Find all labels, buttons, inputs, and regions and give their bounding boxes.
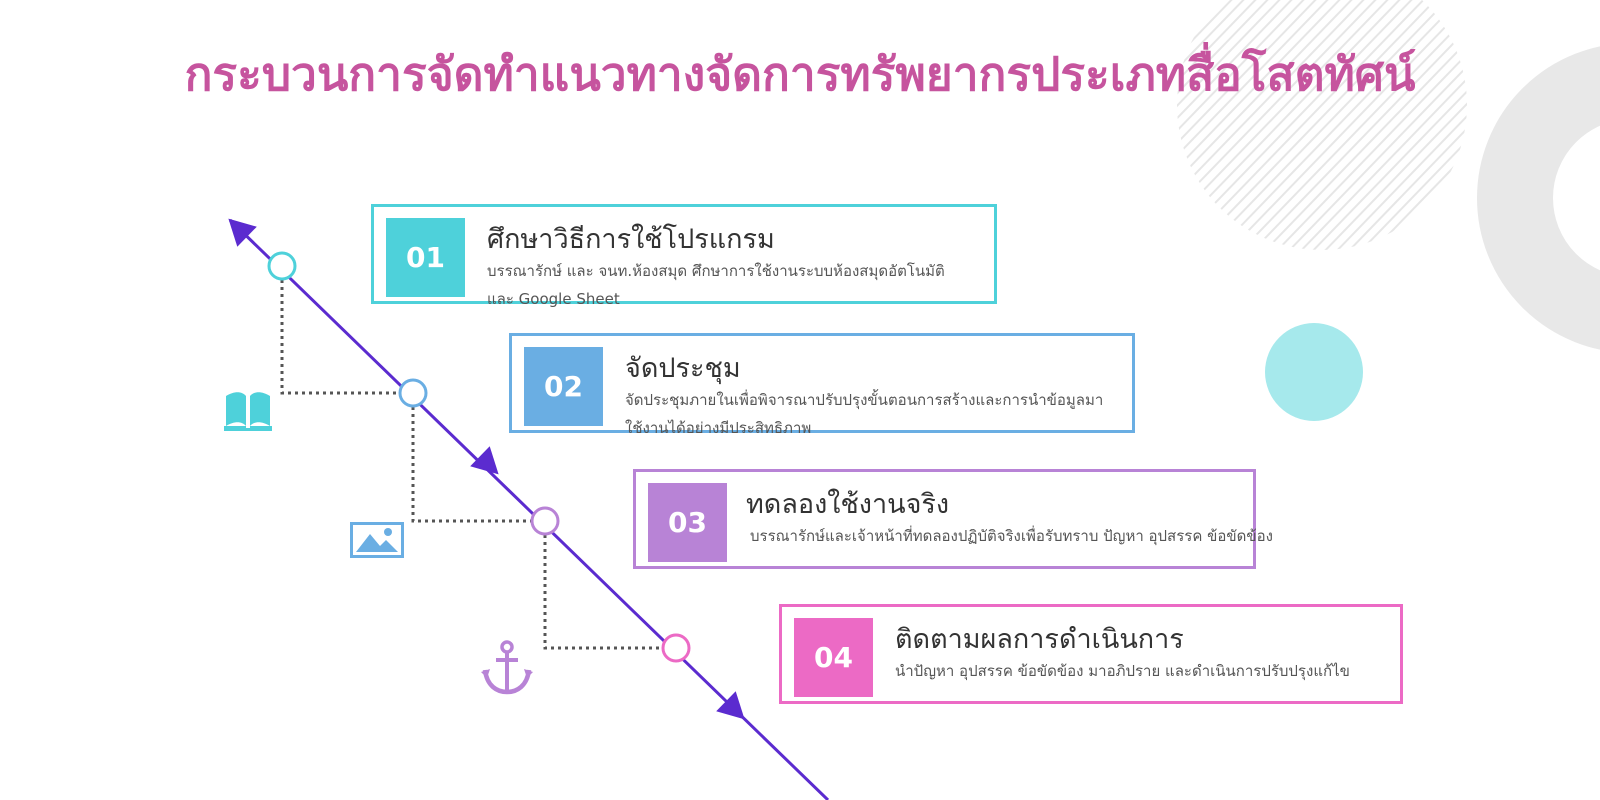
hatch-line xyxy=(1177,0,1295,250)
hatch-line xyxy=(1279,0,1467,250)
step-description: บรรณารักษ์และเจ้าหน้าที่ทดลองปฏิบัติจริง… xyxy=(750,527,1273,545)
step-card-4: 04 ติดตามผลการดำเนินการ นำปัญหา อุปสรรค … xyxy=(779,604,1403,704)
hatch-line xyxy=(1177,0,1403,250)
hatch-line xyxy=(1177,0,1319,250)
hatch-line xyxy=(1177,0,1367,250)
timeline-arrowhead-1 xyxy=(228,218,257,247)
image-icon xyxy=(350,522,404,558)
step-title: ทดลองใช้งานจริง xyxy=(746,489,950,520)
anchor-icon xyxy=(481,640,533,695)
step-number-badge: 03 xyxy=(648,483,727,562)
hatch-line xyxy=(1177,0,1391,250)
dotted-connector-1 xyxy=(280,266,413,395)
hatch-line xyxy=(1351,0,1467,250)
book-icon xyxy=(224,392,272,431)
timeline-arrowhead-2 xyxy=(470,446,499,475)
step-title: ติดตามผลการดำเนินการ xyxy=(895,624,1184,655)
timeline-node-2 xyxy=(398,378,428,408)
hatch-line xyxy=(1177,0,1271,250)
timeline-arrowhead-3 xyxy=(716,691,745,720)
page-title: กระบวนการจัดทำแนวทางจัดการทรัพยากรประเภท… xyxy=(184,47,1416,101)
hatch-line xyxy=(1303,0,1467,250)
step-description: นำปัญหา อุปสรรค ข้อขัดข้อง มาอภิปราย และ… xyxy=(895,662,1350,680)
step-number-badge: 02 xyxy=(524,347,603,426)
hatch-line xyxy=(1363,0,1467,250)
step-card-1: 01 ศึกษาวิธีการใช้โปรแกรม บรรณารักษ์ และ… xyxy=(371,204,997,308)
cyan-circle-decor xyxy=(1265,323,1363,421)
hatch-line xyxy=(1255,0,1467,250)
hatch-line xyxy=(1177,0,1379,250)
hatch-line xyxy=(1231,0,1467,250)
step-title: ศึกษาวิธีการใช้โปรแกรม xyxy=(487,224,775,255)
gray-ring-decor xyxy=(1477,46,1600,350)
step-description: จัดประชุมภายในเพื่อพิจารณาปรับปรุงขั้นตอ… xyxy=(625,391,1104,437)
hatch-line xyxy=(1339,0,1467,250)
hatch-line xyxy=(1243,0,1467,250)
hatch-line xyxy=(1315,0,1467,250)
dotted-connector-3 xyxy=(543,521,676,650)
step-card-2: 02 จัดประชุม จัดประชุมภายในเพื่อพิจารณาป… xyxy=(509,333,1135,437)
hatch-line xyxy=(1177,0,1307,250)
step-card-3: 03 ทดลองใช้งานจริง บรรณารักษ์และเจ้าหน้า… xyxy=(633,469,1273,569)
timeline-node-3 xyxy=(530,506,560,536)
hatch-line xyxy=(1183,0,1467,250)
hatch-line xyxy=(1291,0,1467,250)
step-number-badge: 04 xyxy=(794,618,873,697)
hatch-line xyxy=(1177,0,1415,250)
hatch-line xyxy=(1177,0,1355,250)
hatch-line xyxy=(1327,0,1467,250)
hatch-line xyxy=(1177,0,1283,250)
step-title: จัดประชุม xyxy=(625,353,741,384)
dotted-connector-2 xyxy=(411,393,545,523)
step-number-badge: 01 xyxy=(386,218,465,297)
timeline-node-4 xyxy=(661,633,691,663)
hatch-line xyxy=(1177,0,1343,250)
timeline-node-1 xyxy=(267,251,297,281)
hatch-line xyxy=(1177,0,1331,250)
hatch-line xyxy=(1267,0,1467,250)
step-description: บรรณารักษ์ และ จนท.ห้องสมุด ศึกษาการใช้ง… xyxy=(487,262,945,308)
